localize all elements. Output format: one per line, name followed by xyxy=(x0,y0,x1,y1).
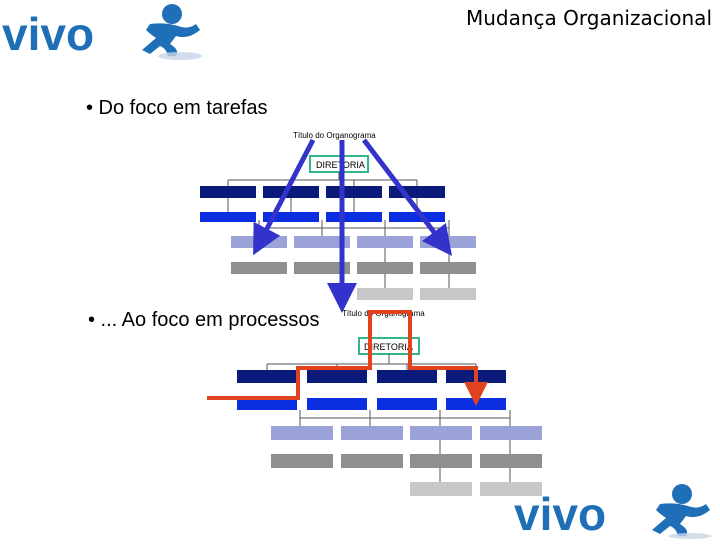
mascot-icon xyxy=(142,4,200,56)
level4-boxes xyxy=(231,262,476,274)
level2-boxes xyxy=(200,212,445,222)
arrow-left xyxy=(253,138,316,256)
bullet-processes: • ... Ao foco em processos xyxy=(88,309,320,331)
level1-boxes xyxy=(237,370,506,383)
org-chart-title: Título do Organograma xyxy=(293,131,376,140)
level3-boxes xyxy=(271,426,542,440)
mascot-icon xyxy=(652,484,710,536)
arrow-right xyxy=(362,138,453,256)
root-label: DIRETORIA xyxy=(364,342,413,352)
logo-text: vivo xyxy=(514,488,606,540)
level5-boxes xyxy=(357,288,476,300)
vivo-logo-footer: vivo xyxy=(510,478,720,540)
level4-boxes xyxy=(271,454,542,468)
vivo-logo-header: vivo xyxy=(0,0,210,62)
level5-boxes xyxy=(410,482,542,496)
level2-boxes xyxy=(237,398,506,410)
bullet-tasks: • Do foco em tarefas xyxy=(86,97,268,119)
org-chart-bottom: Título do Organograma DIRETORIA xyxy=(237,309,542,496)
org-chart-top: Título do Organograma DIRETORIA xyxy=(200,131,476,300)
slide-title: Mudança Organizacional xyxy=(466,6,712,30)
logo-text: vivo xyxy=(2,8,94,60)
